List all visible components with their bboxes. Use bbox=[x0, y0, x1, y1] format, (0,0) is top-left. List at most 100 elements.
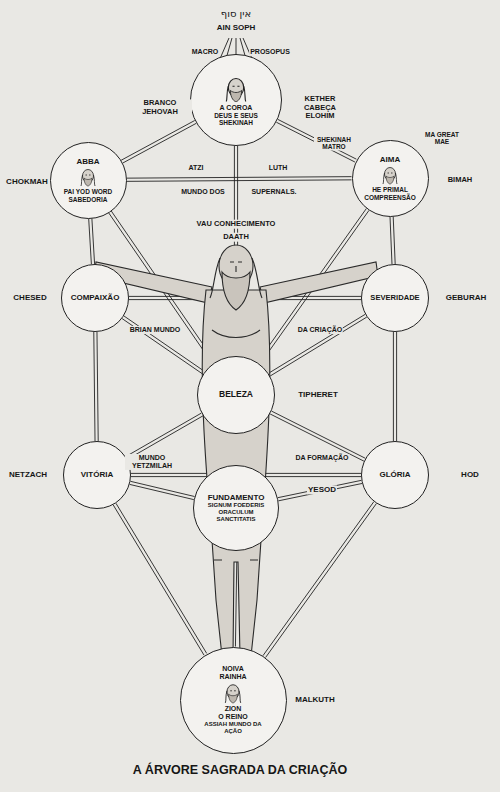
path-stroke bbox=[270, 317, 367, 376]
path-label: LUTH bbox=[268, 164, 289, 172]
path-label: MA GREAT MAE bbox=[417, 131, 467, 146]
path-label: DAATH bbox=[222, 233, 250, 242]
sephira-circle: ABBA PAI YOD WORD SABEDORIA bbox=[50, 142, 127, 219]
path-stroke bbox=[89, 219, 92, 265]
path-line bbox=[94, 332, 98, 441]
path-stroke bbox=[97, 332, 98, 441]
path-label: TIPHERET bbox=[297, 390, 339, 399]
sephira-text: GLÓRIA bbox=[379, 470, 410, 479]
path-label: CHOKMAH bbox=[5, 177, 49, 186]
circle-content: GLÓRIA bbox=[370, 470, 420, 479]
path-line bbox=[268, 314, 366, 376]
face-icon bbox=[380, 165, 400, 185]
path-label: KETHER CABEÇA ELOHIM bbox=[288, 95, 352, 121]
sephira-circle: A COROADEUS E SEUS SHEKINAH bbox=[190, 54, 282, 146]
path-label: MUNDO YETZMILAH bbox=[125, 454, 179, 470]
sephira-text: O REINO bbox=[218, 713, 248, 721]
path-line bbox=[121, 120, 196, 163]
sephira-text: HE PRIMAL COMPREENSÃO bbox=[364, 186, 416, 201]
path-stroke bbox=[130, 481, 194, 496]
sephira-circle: GLÓRIA bbox=[361, 441, 429, 509]
face-icon bbox=[222, 682, 244, 704]
path-stroke bbox=[270, 414, 364, 461]
path-label: SHEKINAH MATRO bbox=[314, 136, 354, 151]
sephira-text: ASSIAH MUNDO DA AÇÃO bbox=[198, 721, 268, 735]
path-stroke bbox=[116, 503, 207, 653]
path-stroke bbox=[393, 216, 395, 264]
path-line bbox=[113, 503, 206, 655]
sephira-text: A COROA bbox=[220, 104, 253, 112]
path-line bbox=[393, 332, 396, 441]
path-line bbox=[122, 316, 205, 374]
sephira-text: SEVERIDADE bbox=[370, 294, 419, 303]
path-label: BRANCO JEHOVAH bbox=[128, 99, 192, 116]
sephira-text: AIMA bbox=[380, 155, 400, 164]
path-label: PROSOPUS bbox=[249, 48, 291, 56]
sephira-circle: BELEZA bbox=[197, 356, 275, 434]
path-line bbox=[130, 481, 195, 499]
path-stroke bbox=[396, 332, 397, 441]
path-label: BRIAN MUNDO bbox=[129, 326, 182, 334]
sephira-circle: FUNDAMENTOSIGNUM FOEDERISORACULUM SANCTI… bbox=[193, 465, 279, 551]
path-stroke bbox=[122, 319, 203, 375]
path-label: SUPERNALS. bbox=[250, 188, 297, 196]
sephira-text: SIGNUM FOEDERIS bbox=[208, 502, 264, 509]
path-label: MUNDO DOS bbox=[180, 188, 226, 196]
path-stroke bbox=[393, 332, 394, 441]
circle-content: A COROADEUS E SEUS SHEKINAH bbox=[204, 74, 268, 127]
path-line bbox=[126, 413, 203, 459]
path-line bbox=[390, 216, 395, 264]
path-stroke bbox=[268, 314, 365, 373]
path-line bbox=[263, 502, 376, 658]
path-label: AIN SOPH bbox=[216, 23, 257, 32]
sephira-text: ZION bbox=[225, 705, 242, 713]
sephira-circle: SEVERIDADE bbox=[361, 264, 429, 332]
circle-content: AIMA HE PRIMAL COMPREENSÃO bbox=[365, 155, 415, 201]
path-stroke bbox=[130, 484, 194, 499]
circle-content: NOIVARAINHAZIONO REINOASSIAH MUNDO DA AÇ… bbox=[198, 665, 268, 735]
path-stroke bbox=[113, 505, 204, 655]
path-line bbox=[278, 480, 362, 500]
path-stroke bbox=[278, 480, 362, 497]
sephira-text: ORACULUM SANCTITATIS bbox=[204, 509, 268, 523]
path-label: HOD bbox=[460, 470, 480, 479]
path-label: GEBURAH bbox=[445, 293, 487, 302]
circle-content: ABBA PAI YOD WORD SABEDORIA bbox=[63, 157, 113, 203]
path-stroke bbox=[266, 504, 377, 658]
path-label: MALKUTH bbox=[294, 695, 336, 704]
figure-caption: A ÁRVORE SAGRADA DA CRIAÇÃO bbox=[0, 763, 480, 777]
sephira-text: COMPAIXÃO bbox=[71, 293, 120, 302]
figure-body bbox=[94, 245, 378, 656]
path-label: DA CRIAÇÃO bbox=[297, 326, 343, 334]
path-stroke bbox=[123, 123, 197, 163]
path-label: NETZACH bbox=[8, 470, 48, 479]
sephira-text: DEUS E SEUS SHEKINAH bbox=[204, 112, 268, 127]
path-label: MACRO bbox=[191, 48, 219, 56]
path-line bbox=[126, 177, 351, 182]
circle-content: COMPAIXÃO bbox=[70, 293, 120, 302]
path-stroke bbox=[92, 218, 95, 264]
sephira-circle: AIMA HE PRIMAL COMPREENSÃO bbox=[352, 140, 429, 217]
path-stroke bbox=[127, 180, 352, 181]
path-stroke bbox=[390, 217, 392, 265]
path-stroke bbox=[124, 316, 205, 372]
path-line bbox=[270, 411, 365, 461]
circle-content: FUNDAMENTOSIGNUM FOEDERISORACULUM SANCTI… bbox=[204, 493, 268, 523]
sephira-text: VITÓRIA bbox=[81, 470, 113, 479]
sephira-text: BELEZA bbox=[219, 390, 253, 400]
path-stroke bbox=[121, 120, 195, 160]
path-line bbox=[89, 218, 95, 264]
circle-content: VITÓRIA bbox=[72, 470, 122, 479]
sephira-text: FUNDAMENTO bbox=[208, 493, 265, 502]
path-label: אין סוף bbox=[220, 8, 252, 20]
sephira-text: PAI YOD WORD SABEDORIA bbox=[63, 188, 113, 203]
path-label: BIMAH bbox=[447, 176, 474, 185]
path-stroke bbox=[272, 411, 366, 458]
path-stroke bbox=[235, 551, 236, 647]
sephira-text: ABBA bbox=[76, 157, 99, 166]
sephira-circle: COMPAIXÃO bbox=[61, 264, 129, 332]
sephira-circle: NOIVARAINHAZIONO REINOASSIAH MUNDO DA AÇ… bbox=[180, 647, 287, 754]
face-icon bbox=[78, 167, 98, 187]
path-stroke bbox=[276, 122, 355, 162]
